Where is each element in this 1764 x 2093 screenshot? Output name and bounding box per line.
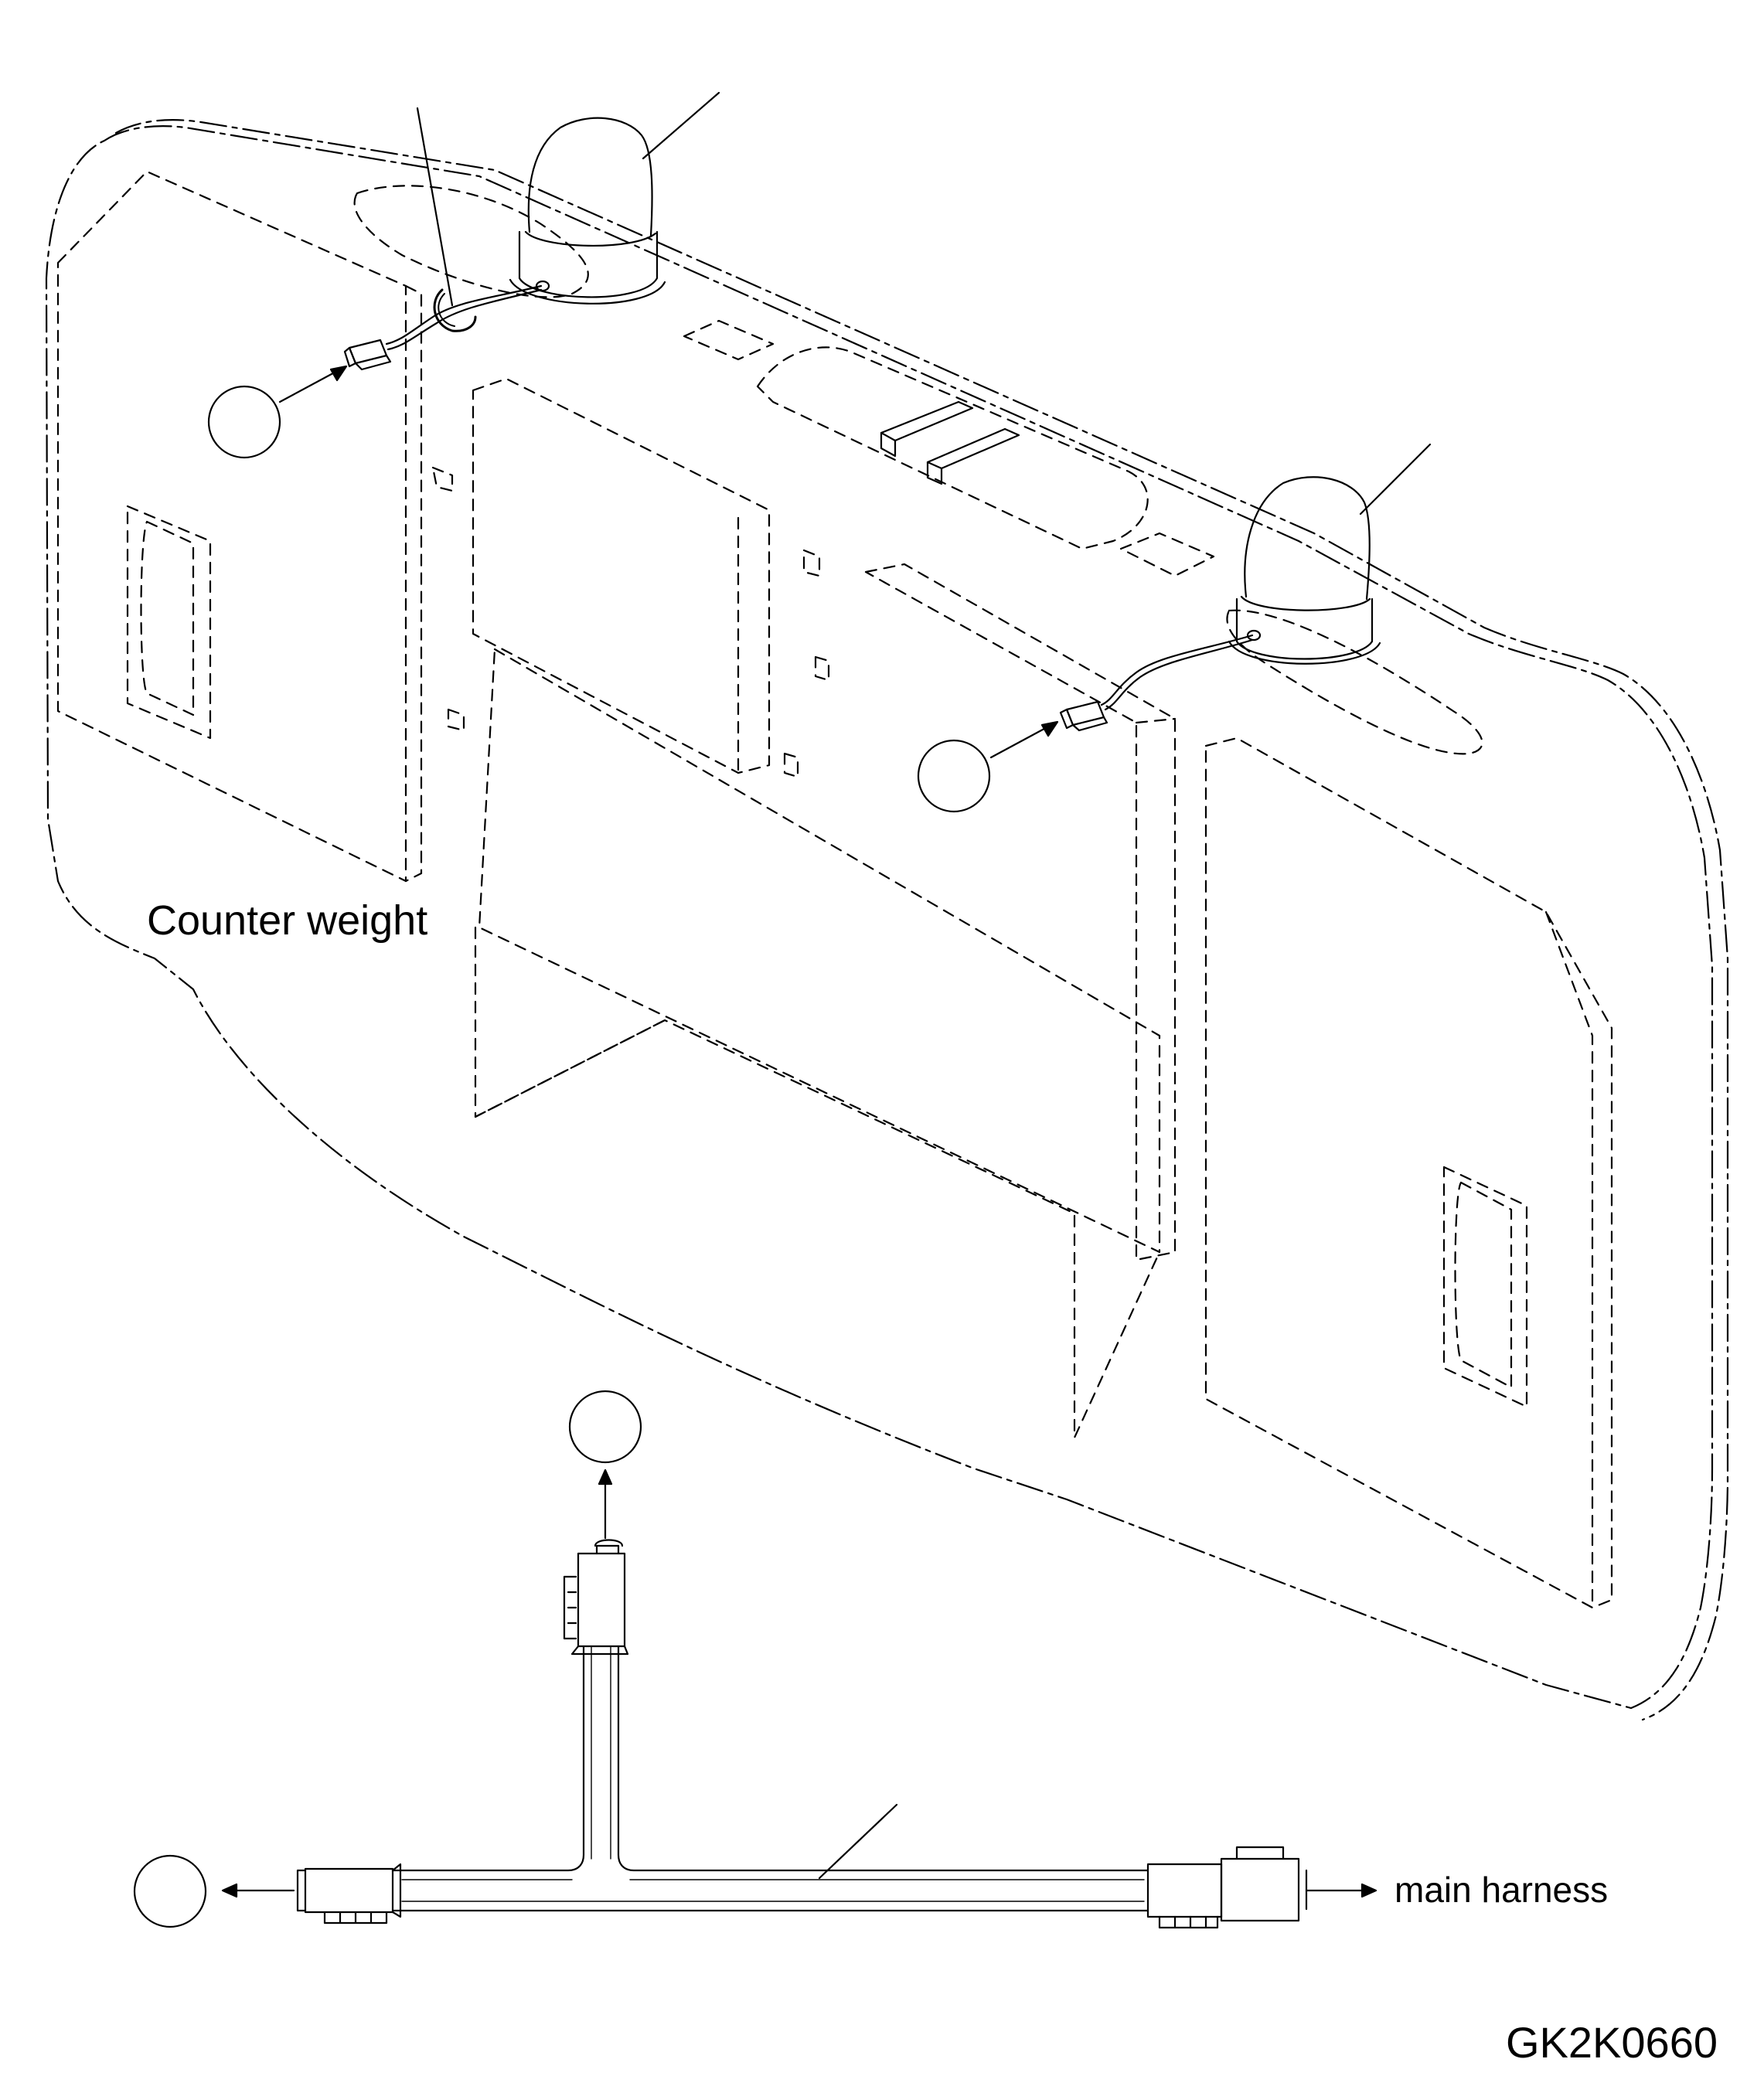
wiring-harness (296, 1539, 1308, 1929)
drawing-code: GK2K0660 (1506, 2018, 1718, 2067)
callout-circle-harness-left (133, 1854, 207, 1928)
callout-circle-right-connector (917, 739, 991, 813)
leader-lines (416, 91, 1432, 1880)
callout-circle-left-connector (207, 385, 281, 459)
top-brackets (880, 400, 1020, 485)
counterweight-outline (45, 119, 1729, 1721)
right-beacon-lead (1059, 634, 1254, 732)
arrows (221, 365, 1377, 1898)
beacon-lamp-left (509, 117, 666, 305)
beacon-lamp-right (1228, 476, 1381, 665)
counter-weight-label: Counter weight (147, 897, 428, 944)
callout-circle-harness-top (568, 1390, 642, 1464)
counterweight-panels (56, 170, 1613, 1609)
main-harness-label: main harness (1395, 1870, 1609, 1910)
left-beacon-lead (343, 284, 543, 371)
